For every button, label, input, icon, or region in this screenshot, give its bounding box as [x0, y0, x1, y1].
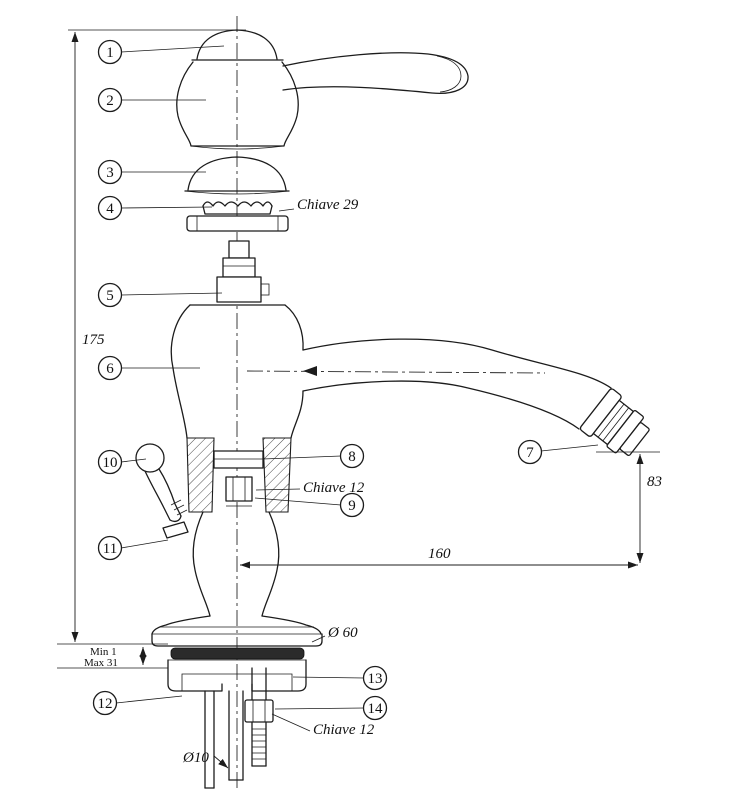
callout-leader-lines [115, 45, 599, 710]
dim-outlet-height-label: 83 [647, 474, 662, 490]
callout-2: 2 [97, 87, 123, 113]
callout-3: 3 [97, 159, 123, 185]
fixing-stud-and-nut [244, 667, 274, 767]
callout-14-highlighted: 14 [362, 695, 388, 721]
callout-number: 2 [106, 93, 114, 109]
body-cutaway-section [186, 437, 292, 513]
wrench-12-mid-label: Chiave 12 [303, 480, 365, 496]
callout-number: 4 [106, 201, 114, 217]
lower-body [192, 511, 280, 617]
callout-circle [97, 159, 123, 185]
gasket [170, 647, 305, 660]
callout-number: 1 [106, 45, 114, 61]
ring-nut-chiave29 [186, 201, 289, 232]
spout [302, 338, 612, 430]
wrench-12-bottom-label: Chiave 12 [313, 722, 375, 738]
callout-6: 6 [97, 355, 123, 381]
callout-number: 10 [103, 455, 118, 471]
dimension-outlet-height: 83 [596, 451, 662, 563]
callout-circle [97, 195, 123, 221]
dimension-deck-thickness: Min 1 Max 31 [57, 646, 168, 669]
dimension-base-diameter: Ø 60 [311, 625, 358, 643]
callout-number: 14 [368, 701, 384, 717]
supply-pipes [204, 690, 244, 789]
dim-deck-max-label: Max 31 [84, 657, 118, 669]
callout-circle-highlighted [362, 665, 388, 691]
aerator [579, 388, 650, 457]
handle-bell-body [176, 61, 299, 150]
dome-cap [184, 156, 290, 195]
callout-circle [92, 690, 118, 716]
dim-base-diameter-label: Ø 60 [327, 625, 358, 641]
dimension-pipe-diameter: Ø10 [182, 750, 229, 769]
callout-8: 8 [339, 443, 365, 469]
dim-total-height-label: 175 [82, 332, 105, 348]
callout-number: 7 [526, 445, 534, 461]
cartridge [216, 240, 270, 303]
handle-lever [191, 29, 469, 94]
callout-circle-highlighted [362, 695, 388, 721]
callout-circle [339, 443, 365, 469]
callout-11: 11 [97, 535, 123, 561]
callout-number: 13 [368, 671, 383, 687]
callout-number: 9 [348, 498, 356, 514]
callout-number: 5 [106, 288, 114, 304]
callout-7: 7 [517, 439, 543, 465]
mounting-washer [167, 659, 307, 692]
callout-circle [97, 87, 123, 113]
wrench-size-labels: Chiave 29 Chiave 12 Chiave 12 [255, 197, 375, 738]
callout-4: 4 [97, 195, 123, 221]
knob-link [162, 521, 189, 539]
callout-number: 11 [103, 541, 117, 557]
callout-5: 5 [97, 282, 123, 308]
callout-circle [97, 39, 123, 65]
cartridge-lock-nut [225, 476, 253, 502]
dim-deck-min-label: Min 1 [90, 646, 117, 658]
callout-number: 3 [106, 165, 114, 181]
callout-10: 10 [97, 449, 123, 475]
callout-circle [97, 282, 123, 308]
callout-number: 6 [106, 361, 114, 377]
valve-seat [213, 450, 264, 469]
wrench-29-label: Chiave 29 [297, 197, 359, 213]
callout-circle [517, 439, 543, 465]
callout-circle [97, 449, 123, 475]
side-knob [135, 443, 188, 523]
callout-circle [97, 535, 123, 561]
base-flange [151, 615, 323, 647]
callout-circle [97, 355, 123, 381]
callout-circle [339, 492, 365, 518]
callout-13-highlighted: 13 [362, 665, 388, 691]
callout-12: 12 [92, 690, 118, 716]
dim-pipe-diameter-label: Ø10 [182, 750, 209, 766]
dimension-spout-reach: 160 [240, 546, 638, 569]
callout-1: 1 [97, 39, 123, 65]
center-lines [236, 16, 546, 792]
callout-number: 8 [348, 449, 356, 465]
callout-number: 12 [98, 696, 113, 712]
dim-spout-reach-label: 160 [428, 546, 451, 562]
dimension-total-height: 175 [57, 29, 246, 645]
callout-9: 9 [339, 492, 365, 518]
spout-axis-arrow [303, 366, 317, 376]
